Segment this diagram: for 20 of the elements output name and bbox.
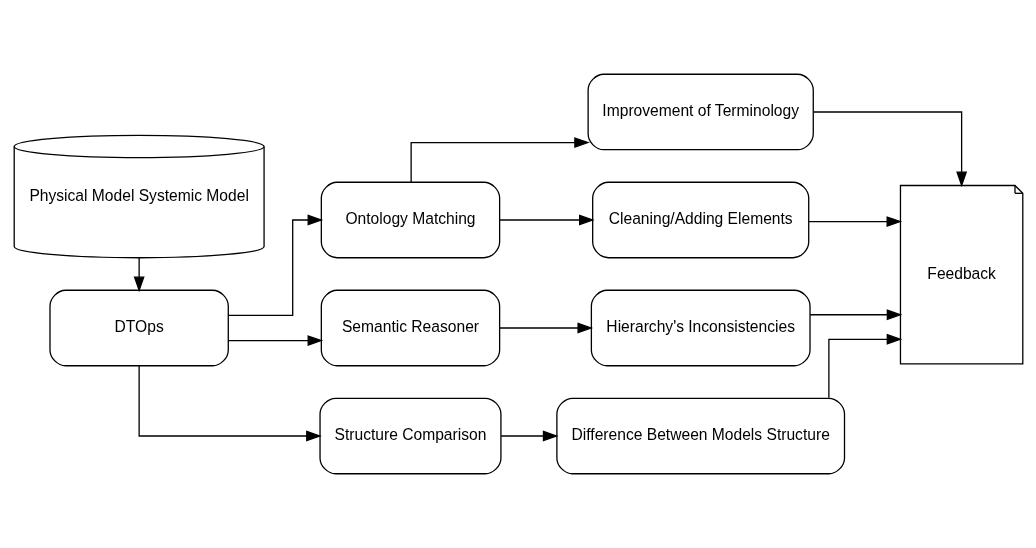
arrow (807, 216, 902, 228)
arrow (499, 430, 558, 442)
node-box: Semantic Reasoner (320, 289, 500, 367)
node-box: Improvement of Terminology (587, 73, 814, 151)
arrow (133, 257, 145, 293)
arrow (227, 214, 323, 317)
node-box: Cleaning/Adding Elements (591, 181, 809, 259)
arrow (498, 214, 595, 226)
node-box: Hierarchy's Inconsistencies (590, 289, 811, 367)
arrow (138, 365, 322, 442)
node-box: Difference Between Models Structure (555, 397, 845, 475)
node-box: DTOps (48, 289, 229, 367)
arrow (809, 309, 902, 321)
node-box: Ontology Matching (320, 181, 500, 259)
arrow (227, 335, 323, 347)
node-box: Structure Comparison (318, 397, 502, 475)
arrow (827, 333, 902, 399)
arrow (410, 137, 590, 183)
arrow (812, 111, 967, 188)
arrow (498, 322, 593, 334)
